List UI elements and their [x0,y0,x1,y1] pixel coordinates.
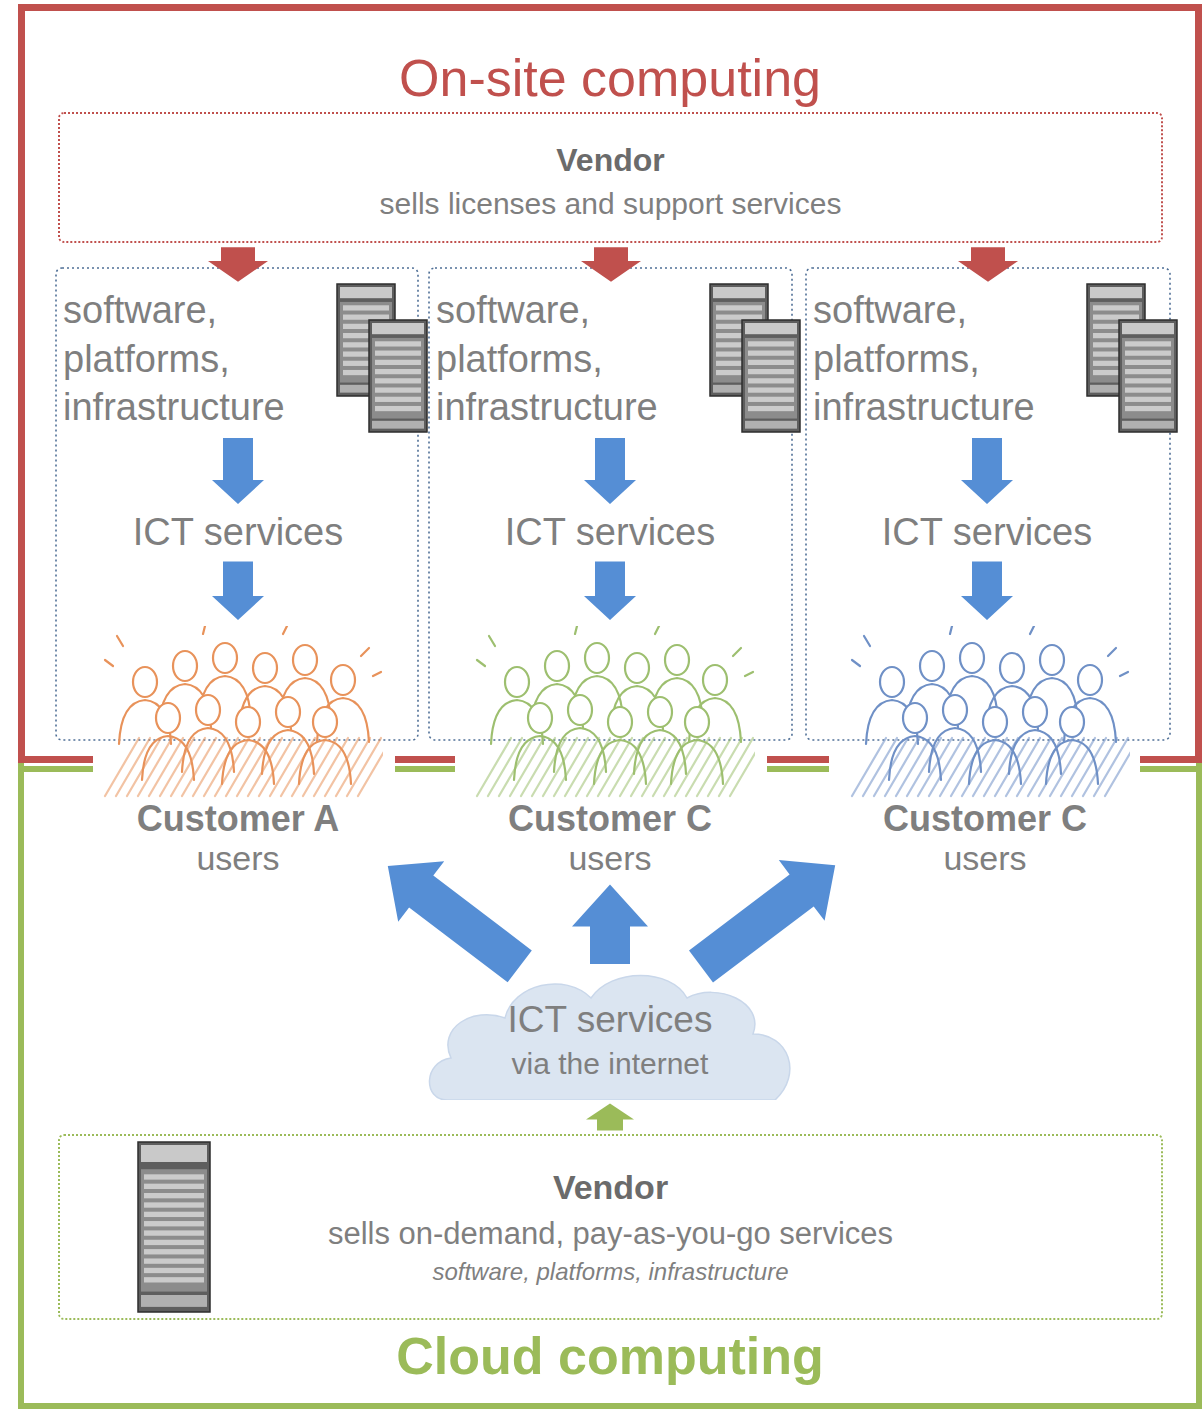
block-arrow [584,562,636,620]
node-text: users [840,839,1130,878]
block-arrow [212,562,264,620]
block-arrow [586,1103,634,1130]
node-heading: ICT services [425,996,795,1044]
node-text: sells licenses and support services [60,183,1161,225]
block-arrow [212,438,264,504]
block-arrow [961,438,1013,504]
node-text: sells on-demand, pay-as-you-go services [60,1212,1161,1255]
crowd-illustration [93,626,383,798]
server-illustration [136,1140,214,1316]
node-heading: Cloud computing [24,1325,1196,1387]
block-arrow [208,247,268,281]
block-arrow [581,247,641,281]
vendor-box: Vendorsells on-demand, pay-as-you-go ser… [58,1134,1163,1320]
server-illustration [708,282,804,434]
node-heading: Customer A [93,798,383,839]
node-heading: ICT services [505,510,715,556]
service-label: ICT services [505,510,715,556]
cloud-region: Cloud computing ICT servicesvia the inter… [18,763,1202,1409]
node-heading: software, platforms, infrastructure [63,286,331,432]
server-icon [369,320,427,432]
customer-group: Customer Ausers [93,626,383,878]
customer-group: Customer Cusers [840,626,1130,878]
node-heading: ICT services [133,510,343,556]
block-arrow [689,860,835,982]
resource-stack: software, platforms, infrastructure [436,286,786,432]
block-arrow [961,562,1013,620]
column-frame [429,268,792,740]
node-text: software, platforms, infrastructure [60,1255,1161,1289]
node-heading: Customer C [465,798,755,839]
block-arrow [572,885,648,965]
server-illustration [335,282,431,434]
node-text: via the internet [425,1044,795,1083]
server-icon [138,1142,210,1312]
resource-stack: software, platforms, infrastructure [63,286,413,432]
block-arrow [388,861,532,982]
node-heading: software, platforms, infrastructure [436,286,704,432]
service-label: ICT services [133,510,343,556]
node-heading: On-site computing [25,47,1195,109]
node-heading: Customer C [840,798,1130,839]
node-heading: software, platforms, infrastructure [813,286,1081,432]
on-site-region: On-site computingVendorsells licenses an… [18,4,1202,756]
resource-stack: software, platforms, infrastructure [813,286,1163,432]
customer-group: Customer Cusers [465,626,755,878]
block-arrow [958,247,1018,281]
crowd-illustration [840,626,1130,798]
crowd-illustration [465,626,755,798]
server-illustration [1085,282,1181,434]
server-icon [742,320,800,432]
vendor-box: Vendorsells licenses and support service… [58,112,1163,243]
cloud-shape: ICT servicesvia the internet [425,970,795,1100]
node-heading: ICT services [882,510,1092,556]
node-heading: Vendor [60,138,1161,183]
node-heading: Vendor [60,1164,1161,1212]
column-frame [806,268,1170,740]
node-text: users [465,839,755,878]
node-text: users [93,839,383,878]
server-icon [1119,320,1177,432]
block-arrow [584,438,636,504]
column-frame [56,268,418,740]
service-label: ICT services [882,510,1092,556]
